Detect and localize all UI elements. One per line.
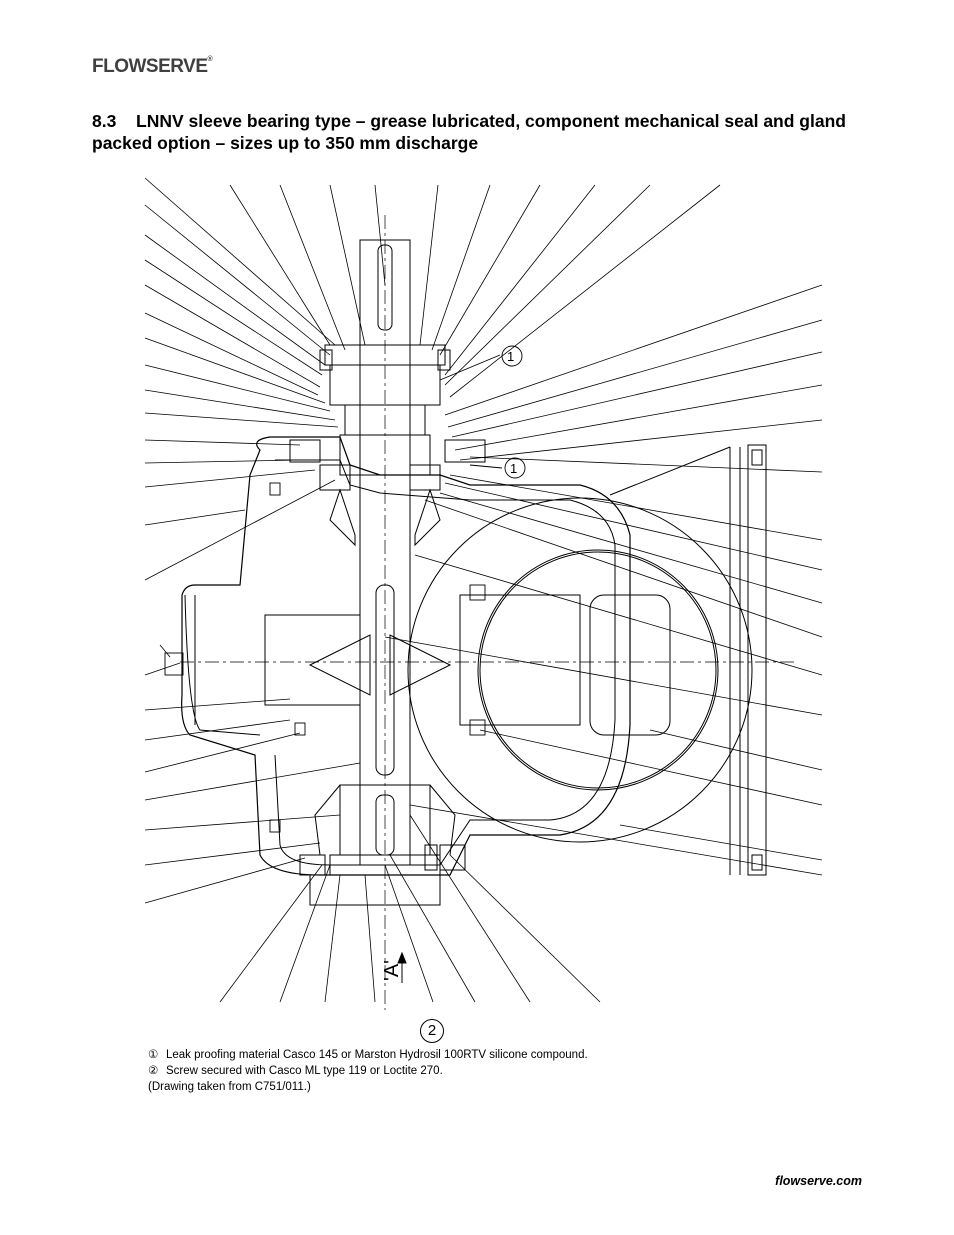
registered-mark: ® — [207, 56, 213, 63]
discharge-flange — [609, 444, 767, 876]
flowserve-logo: FLOWSERVE® — [92, 50, 213, 80]
section-number: 8.3 — [92, 111, 117, 131]
footer-url: flowserve.com — [775, 1174, 862, 1188]
bearing-housing-top — [289, 344, 486, 547]
note-marker-1a: 1 — [507, 349, 514, 364]
drawing-notes: ① Leak proofing material Casco 145 or Mar… — [148, 1047, 588, 1095]
leader-lines-bottom — [219, 814, 601, 1003]
leader-lines-left — [144, 177, 361, 904]
note-marker-1b: 1 — [510, 461, 517, 476]
leader-lines-right — [384, 284, 823, 876]
view-label: 'A' — [381, 960, 403, 981]
note-item: ② Screw secured with Casco ML type 119 or… — [148, 1063, 588, 1079]
view-arrow-a: 'A' — [381, 951, 407, 983]
impeller — [180, 594, 795, 736]
section-title: LNNV sleeve bearing type – grease lubric… — [92, 111, 846, 153]
note-text: (Drawing taken from C751/011.) — [148, 1081, 311, 1093]
volute-circles — [407, 497, 753, 843]
note-item: ① Leak proofing material Casco 145 or Mar… — [148, 1047, 588, 1063]
pump-cross-section-drawing: 1 1 'A' — [144, 177, 823, 1010]
note-markers: 1 1 — [439, 345, 526, 479]
bearing-housing-bottom — [299, 784, 466, 906]
note-item: (Drawing taken from C751/011.) — [148, 1079, 588, 1095]
note-text: Leak proofing material Casco 145 or Mars… — [166, 1049, 588, 1061]
bolts — [164, 482, 486, 833]
leader-lines-top — [229, 184, 721, 398]
note-text: Screw secured with Casco ML type 119 or … — [166, 1065, 443, 1077]
casing-outline — [181, 436, 631, 876]
note-mark: ② — [148, 1065, 159, 1077]
note-mark: ① — [148, 1049, 159, 1061]
note-marker-2: 2 — [420, 1019, 444, 1043]
logo-wordmark: FLOWSERVE — [92, 56, 208, 77]
shaft — [359, 215, 411, 1010]
